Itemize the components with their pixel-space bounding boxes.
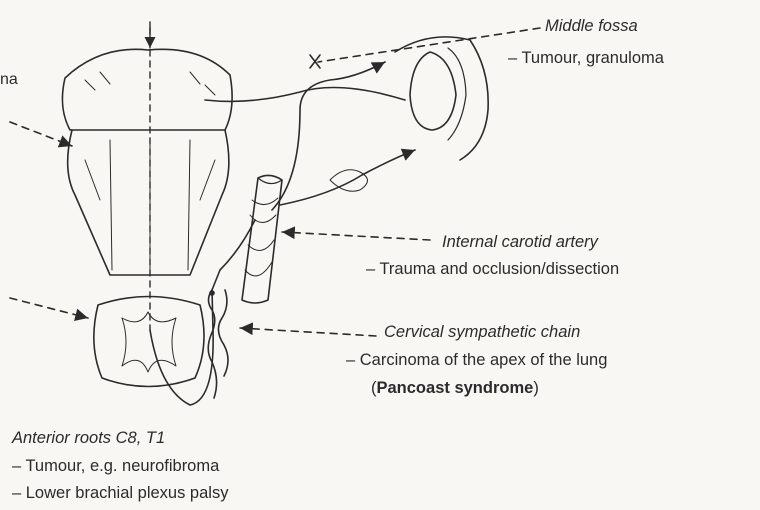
midbrain-outline bbox=[62, 49, 232, 130]
left-cropped-label: na bbox=[0, 70, 18, 90]
nerve-to-eye bbox=[205, 88, 405, 102]
middle-fossa-item: – Tumour, granuloma bbox=[508, 48, 664, 68]
pancoast-close: ) bbox=[533, 379, 539, 397]
pancoast-syndrome: Pancoast syndrome bbox=[377, 379, 534, 397]
internal-carotid-artery bbox=[242, 175, 282, 303]
cervical-chain-title: Cervical sympathetic chain bbox=[384, 322, 580, 342]
internal-carotid-item: – Trauma and occlusion/dissection bbox=[366, 259, 619, 279]
orbit-outline bbox=[395, 37, 488, 160]
eye-globe bbox=[410, 52, 456, 130]
middle-fossa-title: Middle fossa bbox=[545, 16, 638, 36]
anterior-roots-item-1: – Tumour, e.g. neurofibroma bbox=[12, 456, 219, 476]
brainstem-outline bbox=[68, 130, 229, 275]
internal-carotid-title: Internal carotid artery bbox=[442, 232, 598, 252]
anterior-roots-title: Anterior roots C8, T1 bbox=[12, 428, 165, 448]
sympathetic-chain bbox=[208, 290, 228, 398]
cervical-chain-item: – Carcinoma of the apex of the lung bbox=[346, 350, 607, 370]
pancoast-line: (Pancoast syndrome) bbox=[371, 378, 539, 398]
arrow-spinal bbox=[10, 298, 88, 318]
arrow-carotid bbox=[282, 232, 430, 240]
grey-matter bbox=[122, 312, 176, 372]
arrow-cervical-chain bbox=[240, 328, 376, 336]
postganglionic-fibre bbox=[272, 62, 385, 210]
spinal-cord-outline bbox=[94, 297, 204, 387]
anterior-roots-item-2: – Lower brachial plexus palsy bbox=[12, 483, 228, 503]
arrow-brainstem bbox=[10, 122, 72, 146]
arrow-middle-fossa bbox=[318, 28, 540, 62]
